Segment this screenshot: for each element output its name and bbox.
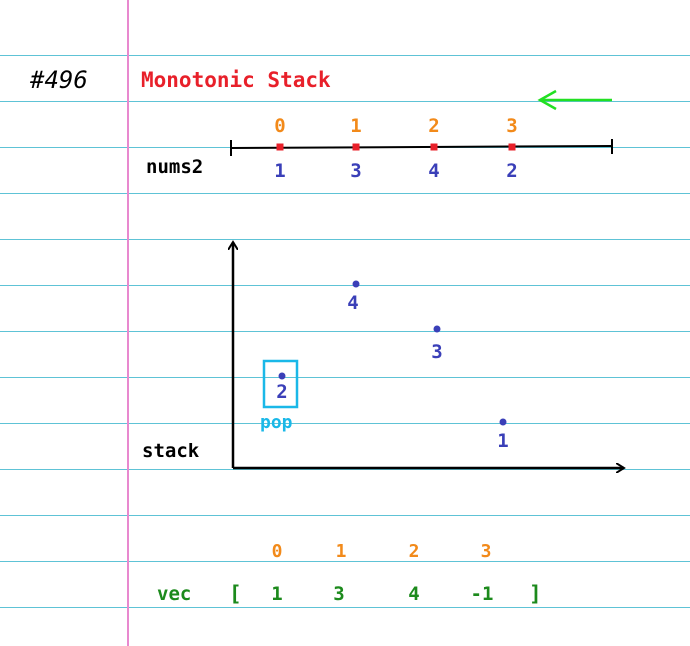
notebook-rule [0,55,690,56]
vec-value-label: -1 [471,583,494,605]
notebook-rule [0,377,690,378]
pop-label: pop [260,412,293,433]
pop-highlight-box [262,359,299,409]
margin-line [127,0,129,646]
vec-value-label: 1 [271,583,282,605]
nums2-value-label: 4 [428,160,439,182]
nums2-marker [352,143,360,151]
nums2-index-label: 0 [274,115,285,137]
stack-value-label: 2 [276,381,287,403]
nums2-index-label: 3 [506,115,517,137]
nums2-value-label: 1 [274,160,285,182]
vec-value-label: 3 [333,583,344,605]
nums2-label: nums2 [146,156,204,178]
left-arrow-icon [537,89,612,111]
vec-open-bracket: [ [229,582,242,606]
nums2-marker [430,143,438,151]
vec-close-bracket: ] [529,582,542,606]
stack-point [433,325,441,333]
notebook-rule [0,515,690,516]
notebook-rule [0,423,690,424]
notebook-rule [0,193,690,194]
stack-label: stack [142,440,200,462]
stack-point [352,280,360,288]
vec-index-label: 1 [336,541,347,562]
nums2-marker [276,143,284,151]
nums2-index-label: 2 [428,115,439,137]
stack-point [499,418,507,426]
vec-value-label: 4 [408,583,419,605]
notebook-rule [0,285,690,286]
nums2-marker [508,143,516,151]
nums2-index-label: 1 [350,115,361,137]
vec-label: vec [157,583,192,605]
nums2-value-label: 3 [350,160,361,182]
stack-value-label: 3 [431,341,442,363]
stack-value-label: 4 [347,292,358,314]
page-title: Monotonic Stack [141,68,331,92]
vec-index-label: 2 [409,541,420,562]
number-line [230,145,613,149]
notebook-rule [0,469,690,470]
nums2-value-label: 2 [506,160,517,182]
vec-index-label: 0 [272,541,283,562]
stack-point [278,372,286,380]
stack-value-label: 1 [497,430,508,452]
notebook-rule [0,561,690,562]
vec-index-label: 3 [481,541,492,562]
problem-number: #496 [30,66,88,94]
notebook-rule [0,239,690,240]
notebook-rule [0,101,690,102]
notebook-rule [0,607,690,608]
notebook-rule [0,331,690,332]
